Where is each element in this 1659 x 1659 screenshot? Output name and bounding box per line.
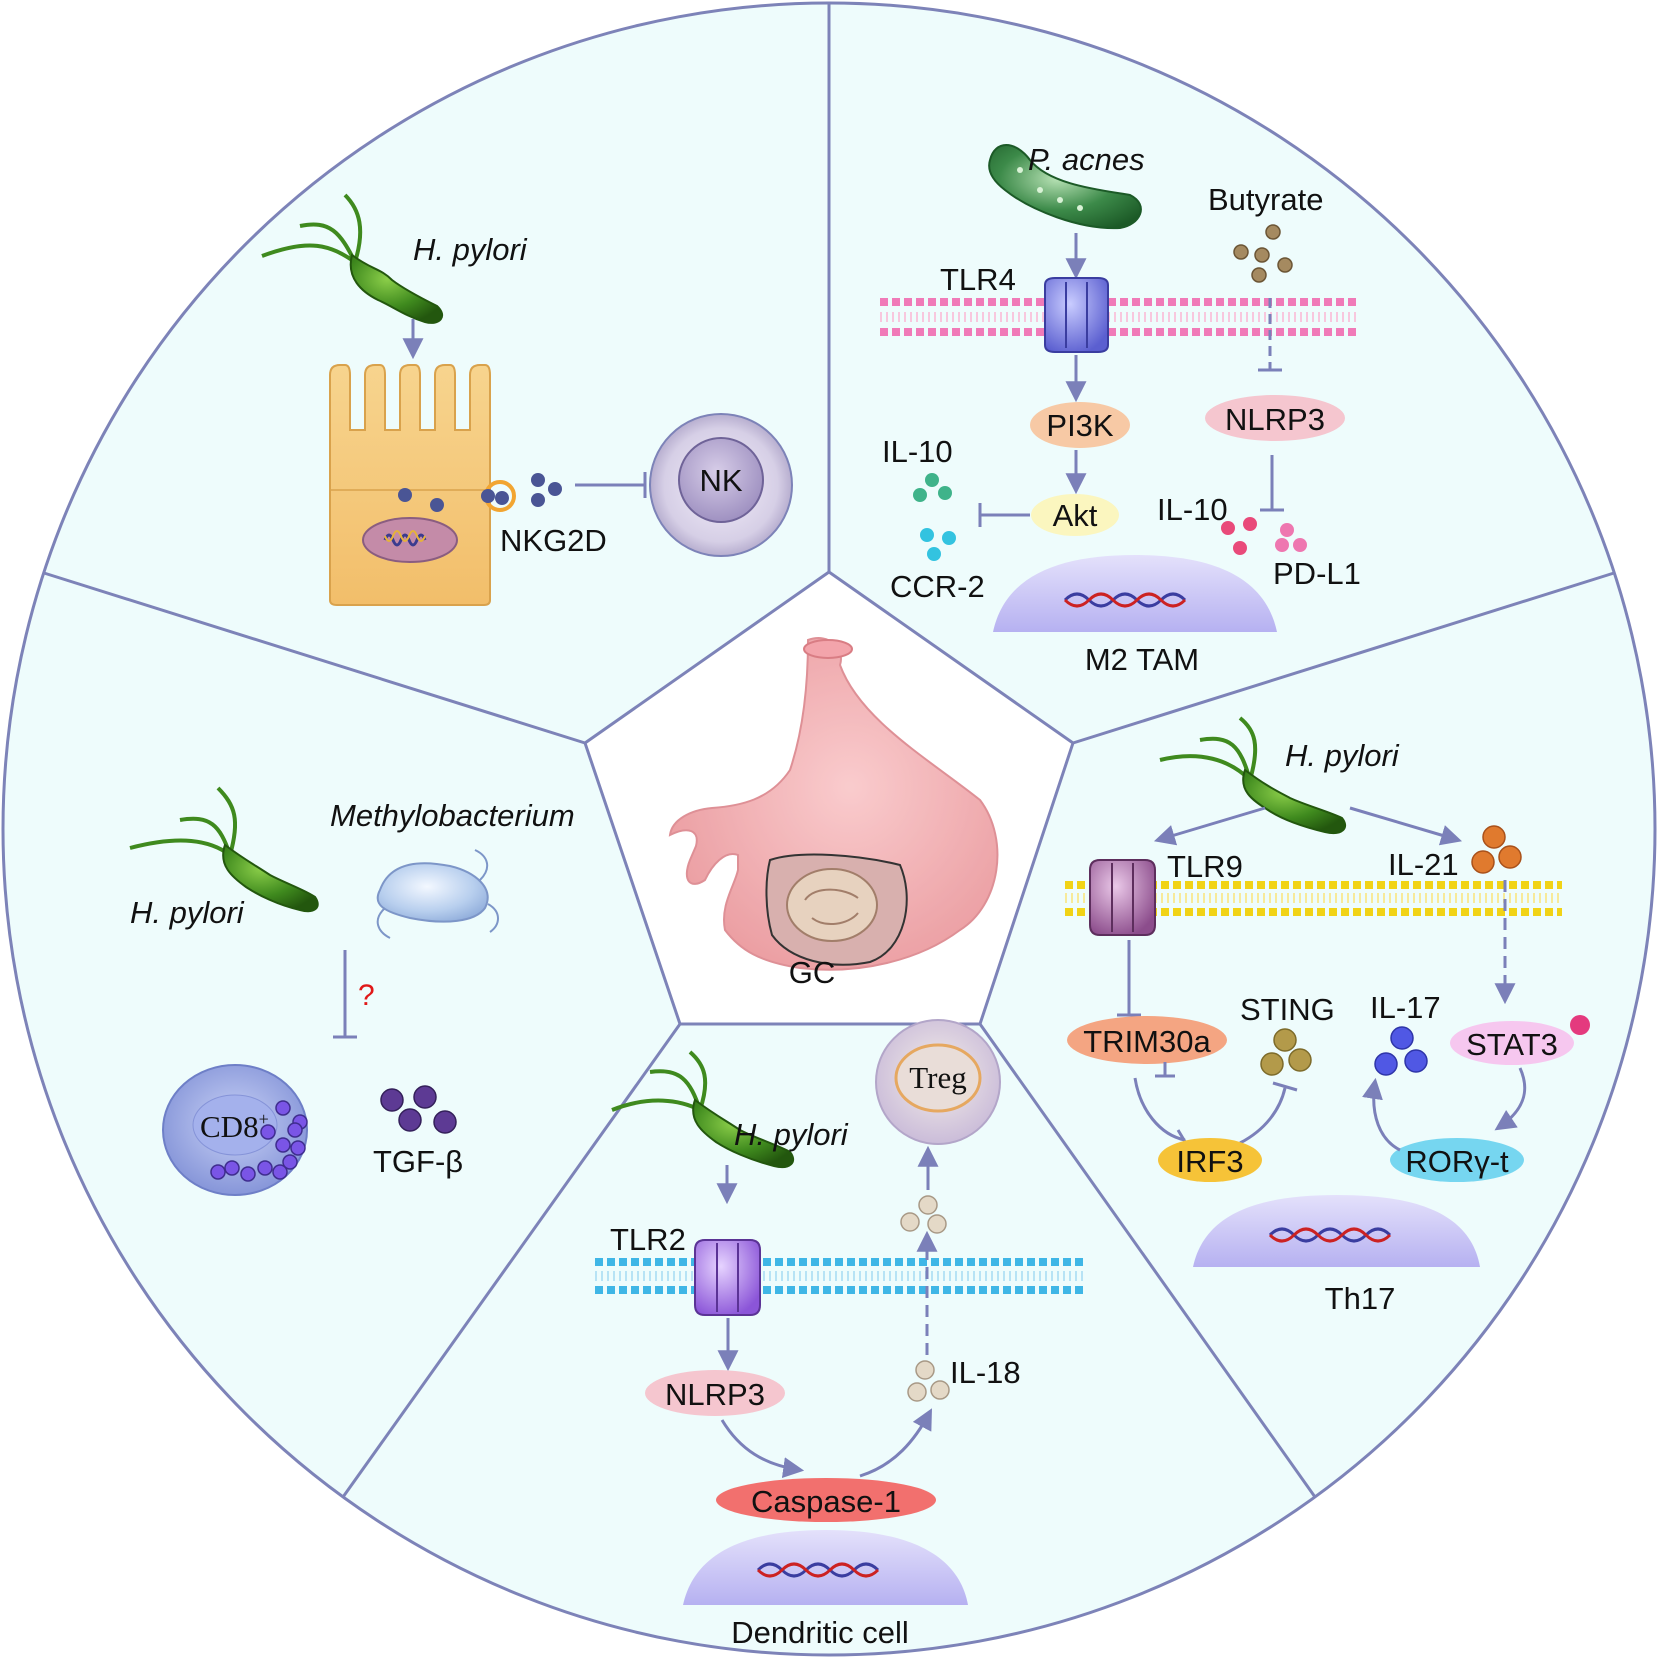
h-pylori-bottom-label: H. pylori [734,1117,849,1152]
il17-label: IL-17 [1370,990,1441,1025]
membrane-pink [880,298,1360,336]
left-panel: H. pylori Methylobacterium ? CD8+ TGF-β [129,786,575,1196]
tlr9-receptor-icon [1089,859,1156,936]
treg-label: Treg [909,1060,966,1095]
il10-right-particles [1221,517,1257,555]
pdl1-label: PD-L1 [1273,556,1361,591]
epithelial-cell [329,364,491,606]
tlr4-label: TLR4 [940,262,1016,297]
tlr4-receptor-icon [1044,277,1109,353]
cd8-label: CD8+ [200,1109,269,1144]
cd8-cell-icon [162,1064,308,1196]
butyrate-label: Butyrate [1208,182,1323,217]
top-left-panel: H. pylori NKG2D NK [261,193,793,606]
tgf-beta-particles [380,1085,457,1134]
dc-label: Dendritic cell [731,1615,908,1650]
nkg2d-receptor [481,473,562,512]
bottom-panel: Treg H. pylori TLR2 NLRP3 Caspase-1 IL-1… [595,1019,1085,1650]
butyrate-particles [1233,224,1293,283]
tlr2-receptor-icon [694,1239,761,1316]
akt-label: Akt [1053,498,1098,533]
h-pylori-right-icon [1159,716,1347,834]
nk-cell-icon [649,413,793,557]
p-acnes-icon [988,144,1142,230]
h-pylori-left-icon [129,786,319,913]
pdl1-particles [1275,523,1307,552]
sector-dividers [43,3,1615,1498]
h-pylori-icon [261,193,443,324]
nk-label: NK [699,463,742,498]
cd8-granules [210,1100,308,1182]
tumor-icon [786,868,878,942]
nlrp3-top-label: NLRP3 [1225,402,1325,437]
il21-particles [1471,825,1522,874]
tlr2-label: TLR2 [610,1222,686,1257]
sting-label: STING [1240,992,1335,1027]
center-label: GC [789,955,836,990]
treg-cell-icon [875,1019,1001,1145]
tlr9-label: TLR9 [1167,849,1243,884]
nlrp3-bottom-label: NLRP3 [665,1377,765,1412]
pi3k-label: PI3K [1046,408,1114,443]
stat3-node [1450,1021,1574,1065]
irf3-label: IRF3 [1176,1144,1243,1179]
h-pylori-label: H. pylori [413,232,528,267]
unknown-mark: ? [358,979,375,1012]
sting-particles [1260,1028,1312,1076]
methylobacterium-label: Methylobacterium [330,798,575,833]
pi3k-node [1030,402,1130,448]
m2-tam-nucleus [993,555,1277,632]
irf3-node [1158,1138,1262,1182]
methylobacterium-icon [376,849,499,939]
m2-tam-label: M2 TAM [1085,642,1199,677]
right-panel: H. pylori TLR9 IL-21 TRIM30a STING [1065,716,1590,1316]
il18-top-particles [900,1195,947,1234]
nlrp3-bottom-node [645,1370,785,1416]
ror-node [1390,1138,1524,1182]
nlrp3-top-node [1205,395,1345,441]
il10-left-particles [913,473,952,502]
phospho-icon [1570,1015,1590,1035]
il21-label: IL-21 [1388,847,1459,882]
il18-label: IL-18 [950,1355,1021,1390]
ccr2-label: CCR-2 [890,569,985,604]
p-acnes-label: P. acnes [1028,142,1145,177]
il10-left-label: IL-10 [882,434,953,469]
h-pylori-left-label: H. pylori [130,895,245,930]
il18-particles [907,1360,950,1402]
caspase1-node [716,1478,936,1522]
trim30a-label: TRIM30a [1083,1024,1211,1059]
h-pylori-bottom-icon [611,1050,795,1168]
il10-right-label: IL-10 [1157,492,1228,527]
akt-node [1031,494,1119,536]
stomach-illustration [668,637,999,971]
membrane-blue [595,1258,1085,1294]
ccr2-particles [920,528,956,561]
h-pylori-right-label: H. pylori [1285,738,1400,773]
nkg2d-label: NKG2D [500,523,607,558]
il17-particles [1374,1026,1428,1076]
stat3-label: STAT3 [1466,1027,1558,1062]
top-right-panel: P. acnes Butyrate TLR4 PI3K Akt IL-10 CC… [880,142,1361,677]
tgf-beta-label: TGF-β [373,1144,463,1179]
th17-label: Th17 [1325,1281,1396,1316]
dna-icon [1063,592,1187,608]
trim30a-node [1067,1016,1227,1064]
ror-label: RORγ-t [1405,1144,1509,1179]
caspase1-label: Caspase-1 [751,1484,901,1519]
membrane-yellow [1065,881,1562,916]
